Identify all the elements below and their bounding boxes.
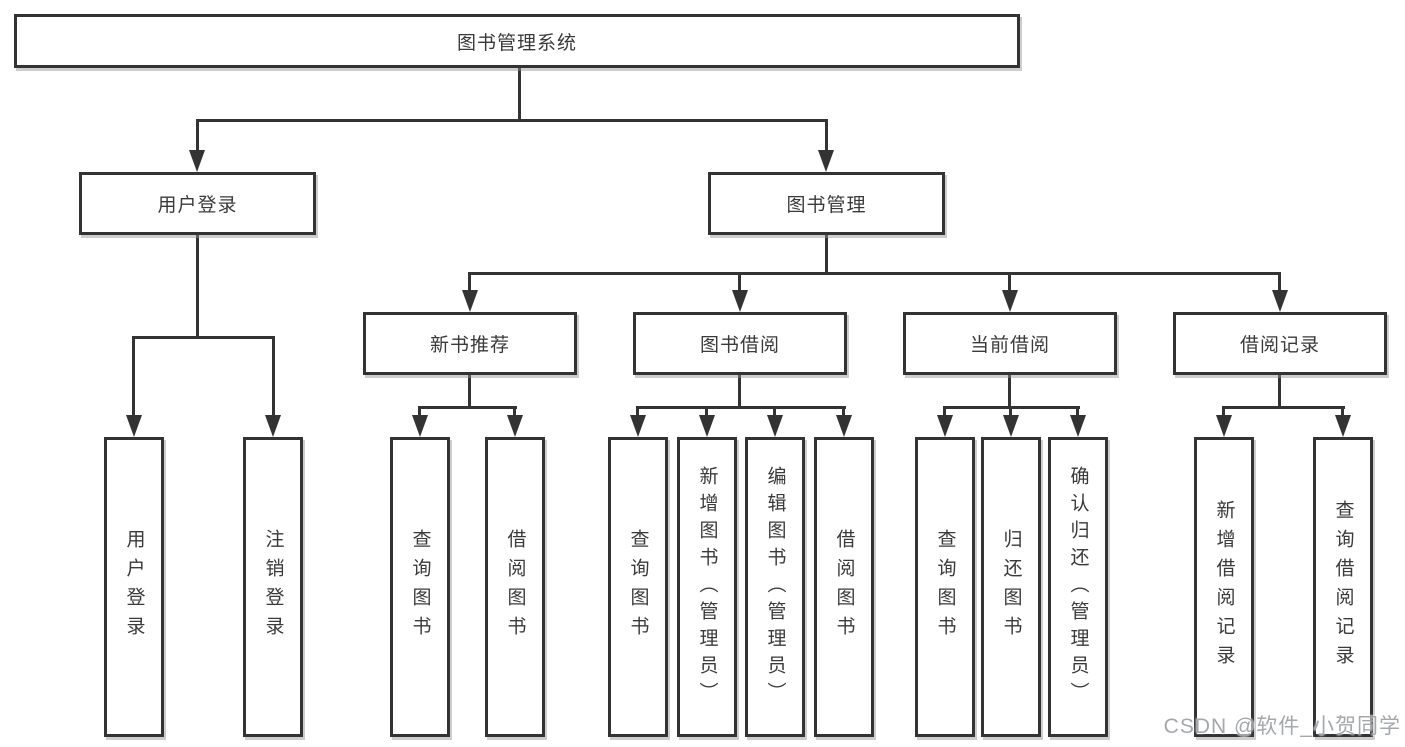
arrow-down-icon [189, 150, 205, 172]
connector [636, 406, 846, 409]
connector [738, 272, 741, 292]
leaf-borrow-borrow-books: 借阅图书 [814, 437, 874, 737]
connector [1222, 406, 1345, 409]
arrow-down-icon [732, 290, 748, 312]
arrow-down-icon [1003, 415, 1019, 437]
connector [196, 235, 199, 336]
arrow-down-icon [462, 290, 478, 312]
arrow-down-icon [507, 415, 523, 437]
connector-bookmgmt-stem [825, 119, 828, 153]
node-user-login: 用户登录 [79, 172, 316, 235]
leaf-newbook-query-books: 查询图书 [390, 437, 450, 737]
node-current-borrow: 当前借阅 [903, 312, 1117, 375]
connector [705, 406, 708, 417]
connector [738, 375, 741, 406]
arrow-down-icon [126, 415, 142, 437]
node-book-borrow: 图书借阅 [633, 312, 847, 375]
connector [636, 406, 639, 417]
arrow-down-icon [1070, 415, 1086, 437]
leaf-borrow-query-books: 查询图书 [608, 437, 668, 737]
connector [1008, 375, 1011, 406]
leaf-records-query-record: 查询借阅记录 [1313, 437, 1373, 737]
leaf-current-confirm-return-admin: 确认归还（管理员） [1048, 437, 1108, 737]
arrow-down-icon [1002, 290, 1018, 312]
connector [513, 406, 516, 417]
connector [943, 406, 946, 417]
arrow-down-icon [412, 415, 428, 437]
node-borrow-records: 借阅记录 [1173, 312, 1387, 375]
connector [1278, 272, 1281, 292]
connector [825, 235, 828, 272]
connector [1278, 375, 1281, 406]
leaf-borrow-edit-books-admin: 编辑图书（管理员） [745, 437, 805, 737]
connector [1009, 406, 1012, 417]
csdn-watermark: CSDN @软件_小贺同学 [1163, 715, 1401, 738]
connector-root-stem [518, 68, 521, 119]
node-root: 图书管理系统 [14, 14, 1020, 68]
connector [1076, 406, 1079, 417]
connector [468, 375, 471, 406]
arrow-down-icon [1272, 290, 1288, 312]
arrow-down-icon [1335, 415, 1351, 437]
connector [773, 406, 776, 417]
arrow-down-icon [1216, 415, 1232, 437]
connector [1341, 406, 1344, 417]
connector [132, 336, 135, 418]
leaf-records-add-record: 新增借阅记录 [1194, 437, 1254, 737]
leaf-current-query-books: 查询图书 [915, 437, 975, 737]
connector [842, 406, 845, 417]
arrow-down-icon [836, 415, 852, 437]
arrow-down-icon [767, 415, 783, 437]
arrow-down-icon [818, 150, 834, 172]
connector [132, 336, 275, 339]
leaf-logout: 注销登录 [243, 437, 303, 737]
connector [468, 272, 1281, 275]
connector [1222, 406, 1225, 417]
connector [272, 336, 275, 418]
connector [468, 272, 471, 292]
node-new-book-recommend: 新书推荐 [363, 312, 577, 375]
arrow-down-icon [699, 415, 715, 437]
connector [418, 406, 517, 409]
leaf-newbook-borrow-books: 借阅图书 [485, 437, 545, 737]
leaf-borrow-add-books-admin: 新增图书（管理员） [677, 437, 737, 737]
connector [1008, 272, 1011, 292]
connector-userlogin-stem [196, 119, 199, 153]
leaf-current-return-books: 归还图书 [981, 437, 1041, 737]
arrow-down-icon [265, 415, 281, 437]
connector-root-bar [196, 119, 828, 122]
connector [418, 406, 421, 417]
leaf-user-login: 用户登录 [104, 437, 164, 737]
node-book-management: 图书管理 [708, 172, 945, 235]
arrow-down-icon [630, 415, 646, 437]
arrow-down-icon [937, 415, 953, 437]
